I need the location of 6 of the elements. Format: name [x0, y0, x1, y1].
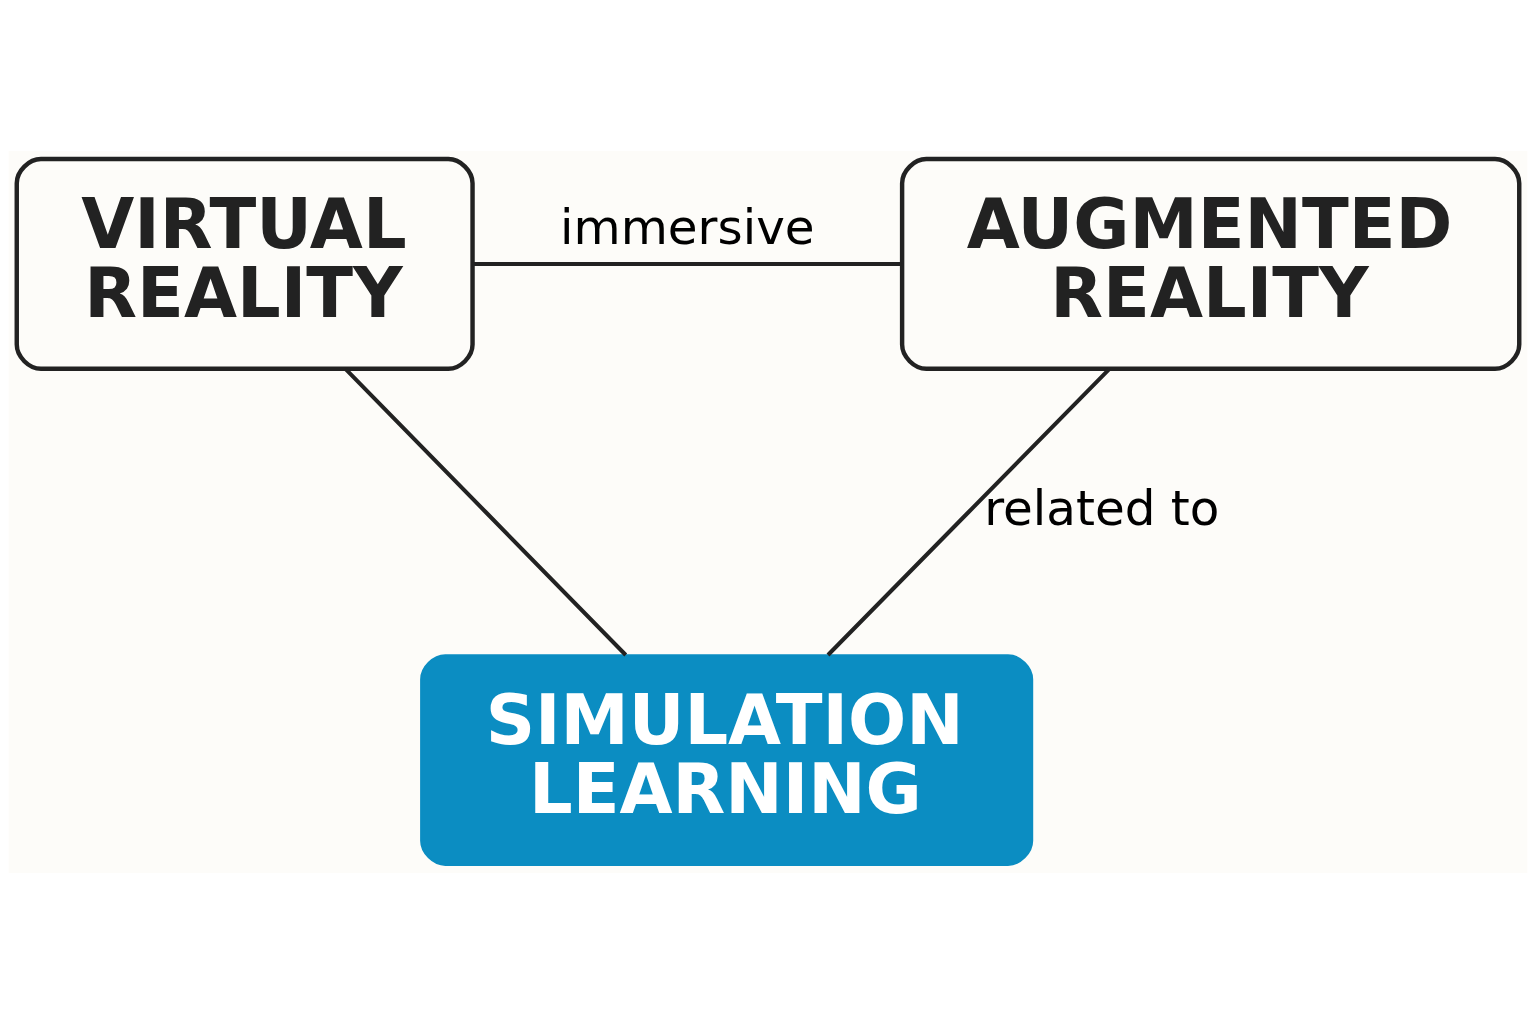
- node-box: SIMULATION LEARNING: [420, 654, 1034, 866]
- connector: [472, 261, 902, 266]
- node-box: AUGMENTED REALITY: [899, 156, 1522, 372]
- node-box: VIRTUAL REALITY: [14, 156, 475, 372]
- edge-label: immersive: [560, 199, 815, 256]
- edge-label: related to: [984, 479, 1220, 536]
